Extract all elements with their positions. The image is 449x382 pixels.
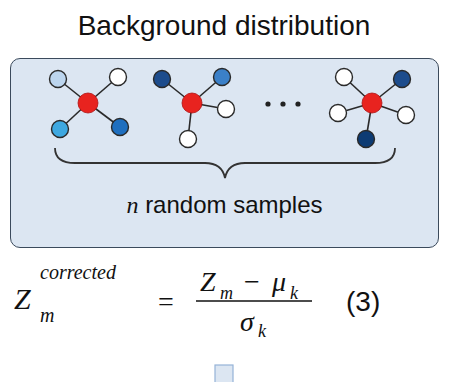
subscript: m: [40, 305, 54, 325]
flow-marker: [215, 365, 233, 382]
panel-caption: n random samples: [126, 193, 322, 217]
neighbor-atom: [52, 121, 69, 138]
neighbor-atom: [394, 71, 411, 88]
center-atom: [362, 93, 382, 113]
subscript: k: [290, 284, 298, 302]
center-atom: [78, 93, 98, 113]
neighbor-atom: [358, 131, 375, 148]
molecule: [154, 69, 235, 148]
center-atom: [182, 93, 202, 113]
equation-number: (3): [346, 288, 380, 316]
ellipsis-dot: [265, 101, 270, 106]
subscript: m: [220, 284, 233, 302]
ellipsis-dot: [295, 101, 300, 106]
subscript: k: [258, 322, 266, 340]
neighbor-atom: [180, 131, 197, 148]
math-symbol: μ: [272, 268, 286, 296]
molecule: [330, 69, 415, 148]
figure-title: Background distribution: [78, 12, 371, 40]
neighbor-atom: [112, 119, 129, 136]
neighbor-atom: [330, 105, 347, 122]
molecule: [50, 69, 129, 138]
neighbor-atom: [110, 69, 127, 86]
equals-sign: =: [158, 288, 174, 316]
sample-panel: n random samples: [10, 58, 439, 248]
math-symbol: σ: [240, 308, 254, 336]
neighbor-atom: [154, 71, 171, 88]
math-symbol: Z: [200, 268, 216, 296]
neighbor-atom: [336, 69, 353, 86]
curly-brace: [55, 148, 395, 178]
ellipsis-dot: [280, 101, 285, 106]
neighbor-atom: [50, 71, 67, 88]
neighbor-atom: [398, 107, 415, 124]
math-symbol: Z: [14, 284, 31, 314]
minus-sign: −: [244, 268, 260, 296]
neighbor-atom: [214, 69, 231, 86]
superscript: corrected: [40, 262, 116, 282]
neighbor-atom: [218, 101, 235, 118]
